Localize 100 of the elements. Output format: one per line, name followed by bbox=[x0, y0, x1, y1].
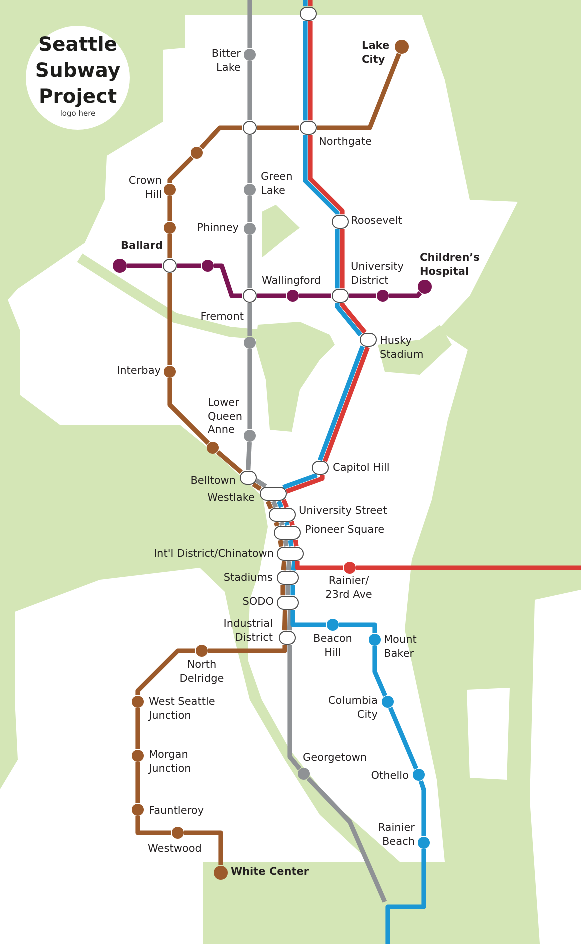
station-name: Industrial District bbox=[222, 618, 273, 645]
station-name: Rainier/ 23rd Ave bbox=[325, 575, 373, 602]
station-name: University Street bbox=[299, 505, 388, 518]
station-name: Children’s Hospital bbox=[420, 252, 481, 279]
subway-line bbox=[248, 236, 252, 288]
station-name: Othello bbox=[371, 770, 409, 784]
subway-line bbox=[340, 622, 378, 634]
subway-line bbox=[303, 0, 308, 7]
subway-line bbox=[282, 473, 318, 490]
subway-line bbox=[286, 561, 292, 571]
subway-line bbox=[356, 566, 581, 570]
station-name: Morgan Junction bbox=[149, 749, 192, 776]
station-name: Stadiums bbox=[224, 572, 273, 586]
subway-line bbox=[335, 229, 340, 289]
subway-line bbox=[136, 762, 140, 804]
station-name: Capitol Hill bbox=[333, 462, 390, 476]
subway-line bbox=[289, 521, 295, 526]
station-name: Ballard bbox=[121, 240, 164, 254]
station-name: Green Lake bbox=[261, 171, 294, 198]
station-name: Fremont bbox=[200, 311, 244, 324]
subway-line bbox=[390, 292, 422, 298]
subway-line bbox=[290, 610, 326, 628]
subway-line bbox=[418, 780, 426, 836]
station-name: Northgate bbox=[319, 136, 372, 150]
subway-line bbox=[248, 136, 252, 184]
subway-line bbox=[287, 610, 293, 631]
subway-line bbox=[258, 126, 299, 130]
subway-line bbox=[168, 234, 172, 258]
station-name: Pioneer Square bbox=[305, 524, 385, 538]
subway-line bbox=[300, 294, 331, 298]
subway-line bbox=[286, 475, 325, 494]
station-name: Mount Baker bbox=[384, 634, 418, 661]
subway-line bbox=[308, 135, 345, 215]
subway-line bbox=[295, 561, 344, 570]
subway-line bbox=[283, 540, 289, 547]
subway-line bbox=[246, 442, 252, 471]
station-name: Lake City bbox=[362, 40, 391, 67]
subway-line bbox=[248, 304, 252, 336]
interchange-marker bbox=[260, 487, 286, 501]
subway-line bbox=[279, 522, 285, 526]
station-name: Westwood bbox=[148, 843, 202, 856]
subway-line bbox=[136, 816, 172, 836]
station-name: Belltown bbox=[190, 475, 236, 488]
station-name: Phinney bbox=[197, 222, 239, 236]
subway-line bbox=[258, 294, 286, 298]
subway-line bbox=[288, 540, 294, 547]
subway-line bbox=[168, 274, 172, 366]
subway-line bbox=[274, 522, 280, 527]
station-name: Wallingford bbox=[262, 275, 322, 288]
subway-line bbox=[136, 708, 140, 750]
subway-line bbox=[184, 830, 224, 866]
subway-line bbox=[290, 585, 296, 596]
station-name: Columbia City bbox=[327, 695, 378, 722]
station-name: West Seattle Junction bbox=[149, 696, 216, 723]
interchange-marker bbox=[277, 571, 299, 585]
subway-line bbox=[248, 0, 252, 48]
subway-line bbox=[255, 478, 268, 488]
station-name: Interbay bbox=[117, 365, 161, 378]
subway-line bbox=[271, 500, 278, 508]
subway-line bbox=[248, 350, 252, 430]
subway-line bbox=[208, 645, 288, 654]
subway-line bbox=[340, 229, 345, 289]
station-name: White Center bbox=[231, 866, 310, 880]
station-name: Roosevelt bbox=[351, 215, 402, 228]
subway-line bbox=[308, 0, 313, 7]
station-name: Fauntleroy bbox=[149, 805, 204, 818]
interchange-marker bbox=[274, 526, 300, 540]
subway-line bbox=[280, 585, 286, 596]
interchange-marker bbox=[277, 596, 299, 610]
subway-line bbox=[303, 21, 308, 121]
subway-line bbox=[168, 196, 172, 222]
subway-line bbox=[340, 302, 367, 334]
subway-line bbox=[136, 648, 196, 696]
subway-line bbox=[248, 196, 252, 222]
subway-line bbox=[178, 264, 202, 268]
subway-line bbox=[200, 126, 242, 150]
subway-line bbox=[291, 561, 297, 571]
subway-line bbox=[281, 561, 287, 571]
subway-line bbox=[214, 264, 242, 298]
station-name: Georgetown bbox=[303, 752, 368, 766]
subway-line bbox=[284, 522, 290, 526]
subway-line bbox=[372, 646, 388, 697]
subway-line bbox=[168, 378, 210, 446]
station-name: Westlake bbox=[208, 492, 255, 506]
subway-line bbox=[128, 264, 162, 268]
subway-line bbox=[386, 850, 426, 944]
subway-line bbox=[335, 303, 363, 337]
station-name: Rainier Beach bbox=[377, 822, 415, 849]
subway-line bbox=[266, 500, 274, 510]
subway-line bbox=[288, 645, 302, 770]
station-name: Int'l District/Chinatown bbox=[154, 548, 274, 562]
station-name: Husky Stadium bbox=[380, 335, 425, 362]
subway-line bbox=[317, 53, 402, 130]
subway-line bbox=[168, 156, 194, 184]
station-name: SODO bbox=[242, 596, 274, 610]
map-title: Seattle Subway Project bbox=[34, 32, 122, 110]
subway-line bbox=[286, 586, 290, 596]
station-name: Lower Queen Anne bbox=[208, 397, 244, 438]
station-name: University District bbox=[351, 261, 405, 288]
subway-line bbox=[278, 540, 284, 548]
